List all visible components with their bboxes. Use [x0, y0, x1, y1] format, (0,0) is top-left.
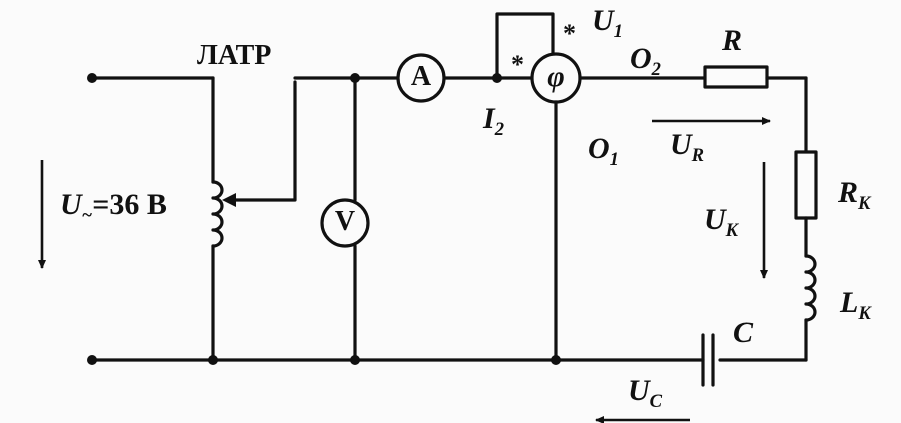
lk-label: LK [840, 286, 871, 324]
o1-label: O1 [588, 132, 619, 170]
star-mark-voltage: * [563, 19, 576, 48]
ammeter-symbol: A [410, 61, 432, 92]
uc-label: UC [628, 374, 663, 412]
phasemeter-symbol: φ [547, 60, 565, 93]
junction-phasemeter-loop [492, 73, 502, 83]
o2-label: O2 [630, 42, 661, 80]
latr-slider-wire [230, 80, 297, 202]
resistor-rk [794, 150, 818, 220]
voltmeter-circle [320, 198, 370, 248]
star-mark-current: * [511, 50, 524, 79]
input-terminal-bottom [87, 355, 97, 365]
resistor-r [703, 65, 769, 89]
rk-label: RK [838, 176, 871, 214]
junction-phasemeter-bottom [551, 355, 561, 365]
junction-voltmeter-top [350, 73, 360, 83]
ur-label: UR [670, 128, 705, 166]
input-terminal-top [87, 73, 97, 83]
voltmeter-symbol: V [334, 206, 356, 237]
i2-label: I2 [483, 102, 504, 140]
source-voltage-label: U~=36 В [60, 188, 167, 226]
junction-latr-bottom [208, 355, 218, 365]
junction-voltmeter-bottom [350, 355, 360, 365]
uk-label: UK [704, 203, 739, 241]
latr-slider-arrow [222, 193, 236, 207]
latr-coil [211, 180, 224, 248]
latr-label: ЛАТР [197, 40, 272, 71]
r-label: R [722, 24, 743, 57]
c-label: C [733, 316, 754, 349]
u1-label: U1 [592, 4, 623, 42]
phasemeter-current-loop [495, 12, 555, 80]
inductor-lk [804, 254, 817, 322]
